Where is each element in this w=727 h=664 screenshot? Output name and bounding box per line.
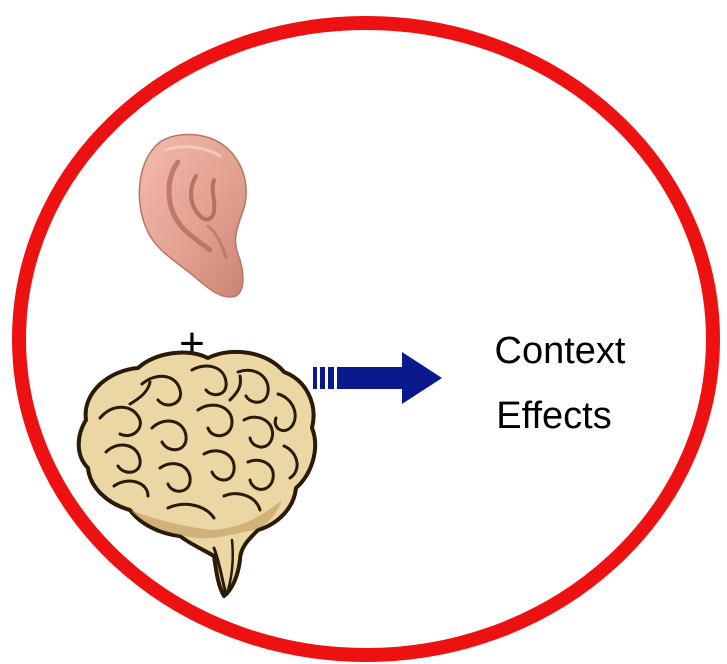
- right-arrow-icon: [313, 352, 442, 404]
- ear-icon: [139, 135, 246, 298]
- result-label-line-1: Context: [495, 330, 626, 372]
- result-label-line-2: Effects: [496, 395, 611, 437]
